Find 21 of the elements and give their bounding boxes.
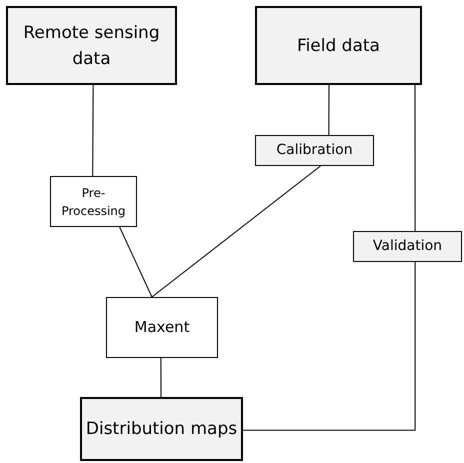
box-label: Distribution maps xyxy=(86,418,238,441)
process-box xyxy=(255,6,422,85)
box-label: Maxent xyxy=(134,317,190,338)
connector-line xyxy=(328,84,330,136)
connector-line xyxy=(92,84,94,176)
connector-line xyxy=(414,84,416,232)
connector-line xyxy=(242,262,416,431)
process-box xyxy=(50,176,137,227)
process-box xyxy=(80,397,243,461)
box-label: Calibration xyxy=(276,141,353,160)
connector-line xyxy=(151,166,321,298)
process-box xyxy=(255,135,374,166)
process-box xyxy=(106,297,218,358)
box-label: Field data xyxy=(297,34,380,58)
box-label: Validation xyxy=(372,237,442,256)
box-label: Pre-Processing xyxy=(60,184,127,220)
process-box xyxy=(353,231,462,262)
box-label: Remote sensing data xyxy=(22,22,161,70)
connector-line xyxy=(119,226,152,298)
connector-line xyxy=(160,358,162,398)
process-box xyxy=(6,6,177,85)
